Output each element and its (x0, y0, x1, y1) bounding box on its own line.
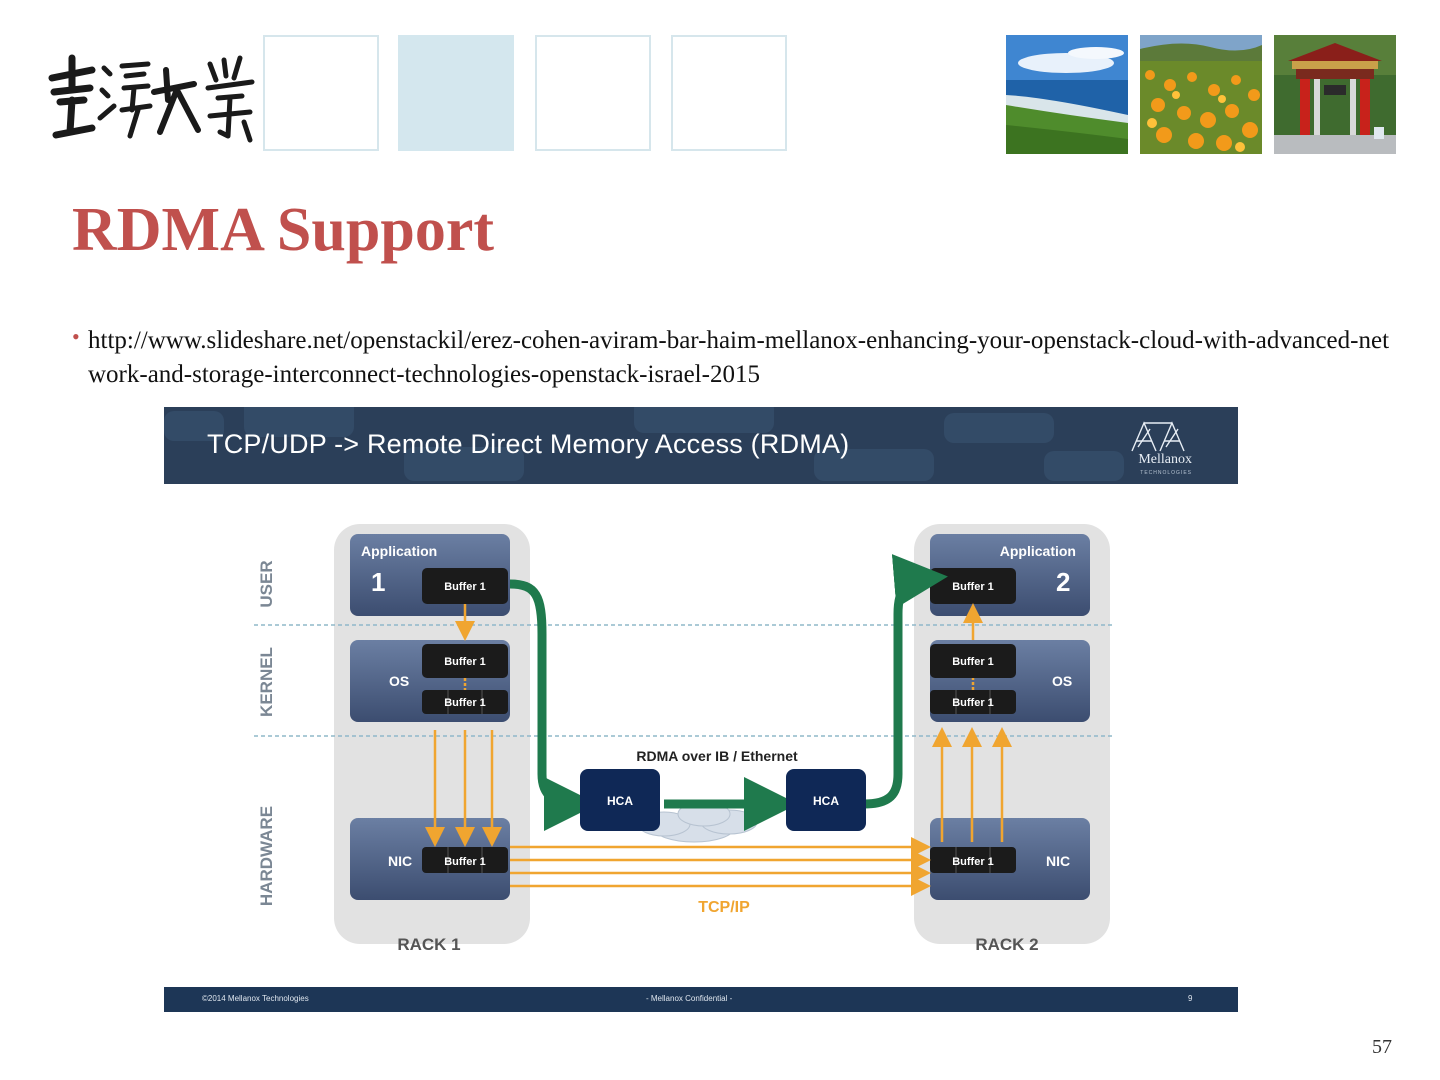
source-link[interactable]: http://www.slideshare.net/openstackil/er… (88, 327, 1390, 388)
header-tile (814, 449, 934, 481)
lily-field-photo (1140, 35, 1262, 154)
rack1-os-label: OS (389, 673, 409, 689)
coastline-photo (1006, 35, 1128, 154)
bullet-marker: • (72, 324, 80, 349)
rack2-nic-label: NIC (1046, 853, 1070, 869)
decorative-box (263, 35, 379, 151)
rack1-nic-buffer-label: Buffer 1 (444, 856, 486, 868)
rack2-os-buffer-split (930, 690, 1016, 714)
rack2-os-buffer (930, 644, 1016, 678)
rack1-label: RACK 1 (397, 935, 460, 954)
rack2-nic-buffer-label: Buffer 1 (952, 856, 994, 868)
header-tile (634, 407, 774, 433)
rack2-label: RACK 2 (975, 935, 1038, 954)
rdma-path-rack1 (509, 579, 598, 831)
rack1-application-number: 1 (371, 567, 385, 597)
rack1-os-buffer2-label: Buffer 1 (444, 697, 486, 709)
temple-gate-photo (1274, 35, 1396, 154)
figure-title: TCP/UDP -> Remote Direct Memory Access (… (207, 429, 850, 459)
header-tile (944, 413, 1054, 443)
rack2-os-label: OS (1052, 673, 1072, 689)
header-tile (244, 407, 354, 437)
rack2-user-buffer (930, 568, 1016, 604)
rack2-os-buffer-label: Buffer 1 (952, 656, 994, 668)
rdma-figure: TCP/UDP -> Remote Direct Memory Access (… (164, 407, 1238, 1012)
rack1-user-buffer (422, 568, 508, 604)
brand-name: Mellanox (1138, 452, 1192, 467)
rack1-nic-label: NIC (388, 853, 412, 869)
hca-rack2-label: HCA (813, 794, 839, 808)
rdma-path-rack2 (863, 554, 948, 809)
decorative-box (535, 35, 651, 151)
figure-footer: ©2014 Mellanox Technologies - Mellanox C… (164, 987, 1238, 1012)
rack1-os-buffer-label: Buffer 1 (444, 656, 486, 668)
rdma-vs-tcp-diagram: USER KERNEL HARDWARE Application 1 Buffe… (254, 524, 1114, 954)
rack2-os-buffer2-label: Buffer 1 (952, 697, 994, 709)
header-tile (1044, 451, 1124, 481)
header-tile (404, 447, 524, 481)
rack2-application-number: 2 (1056, 567, 1070, 597)
footer-confidential: - Mellanox Confidential - (646, 994, 733, 1003)
rack1-os-buffer-split (422, 690, 508, 714)
hca-rack1-label: HCA (607, 794, 633, 808)
footer-page: 9 (1188, 994, 1193, 1003)
page-number: 57 (1372, 1036, 1392, 1058)
brand-subtitle: TECHNOLOGIES (1140, 470, 1192, 476)
slide-title: RDMA Support (72, 196, 495, 264)
layer-label-user: USER (257, 560, 276, 607)
rack1-application-label: Application (361, 543, 437, 559)
rdma-label: RDMA over IB / Ethernet (636, 748, 798, 764)
layer-label-kernel: KERNEL (257, 647, 276, 717)
university-logo (48, 54, 255, 143)
rack2-application-label: Application (1000, 543, 1076, 559)
hca-rack1 (580, 769, 660, 831)
decorative-box (398, 35, 514, 151)
rack2-nic-buffer (930, 847, 1016, 873)
figure-header: TCP/UDP -> Remote Direct Memory Access (… (164, 407, 1238, 484)
rack1-nic-buffer (422, 847, 508, 873)
rack2-user-buffer-label: Buffer 1 (952, 581, 994, 593)
footer-copyright: ©2014 Mellanox Technologies (202, 994, 309, 1003)
header-tile (164, 411, 224, 441)
decorative-box (671, 35, 787, 151)
rack1-os-buffer (422, 644, 508, 678)
mellanox-bridge-icon (1131, 421, 1185, 452)
hca-rack2 (786, 769, 866, 831)
layer-label-hardware: HARDWARE (257, 806, 276, 906)
rack1-user-buffer-label: Buffer 1 (444, 581, 486, 593)
tcpip-label: TCP/IP (698, 899, 750, 916)
